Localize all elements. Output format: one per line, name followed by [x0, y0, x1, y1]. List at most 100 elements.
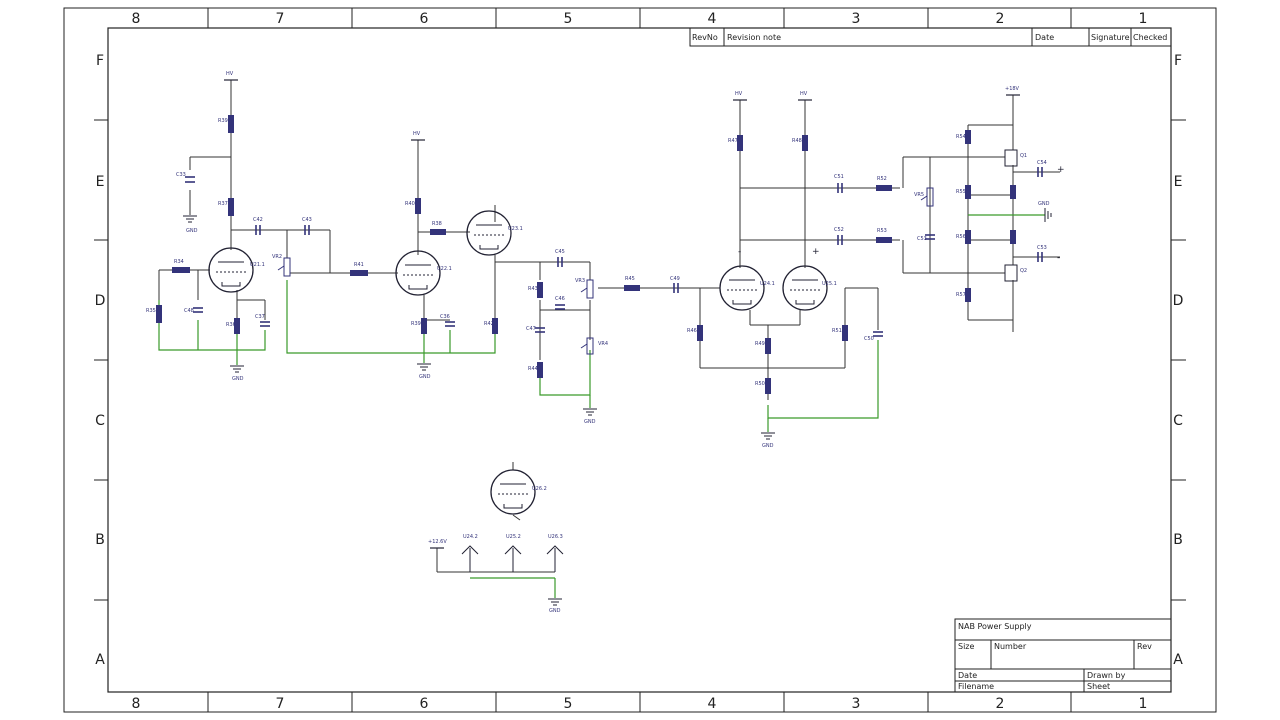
- title-block-date: Date: [958, 671, 977, 680]
- tube-u21: [208, 247, 254, 293]
- tube-internals: [216, 224, 820, 509]
- label-c43: C43: [302, 217, 312, 223]
- col-label-top-4: 4: [708, 11, 717, 27]
- label-u25b: U25.2: [506, 534, 521, 540]
- label-r43: R43: [528, 286, 538, 292]
- label-r37: R37: [218, 201, 228, 207]
- column-ticks: [207, 8, 1072, 712]
- col-label-bottom-4: 4: [708, 696, 717, 712]
- row-label-left-c: C: [95, 413, 105, 429]
- polarity-minus: -: [738, 247, 741, 257]
- net-label-gnd-4: GND: [584, 419, 596, 425]
- tube-u23: [466, 210, 512, 256]
- label-vr4: VR4: [598, 341, 608, 347]
- title-block-rev: Rev: [1137, 642, 1152, 651]
- label-u23: U23.1: [508, 226, 523, 232]
- net-label-gnd-5: GND: [762, 443, 774, 449]
- tube-u24: [719, 265, 765, 311]
- net-label-hv-2: HV: [413, 131, 421, 137]
- net-label-hv-4: HV: [800, 91, 808, 97]
- rev-header-date: Date: [1035, 33, 1054, 42]
- row-label-right-c: C: [1173, 413, 1183, 429]
- row-label-right-d: D: [1173, 293, 1184, 309]
- net-label-hv-1: HV: [226, 71, 234, 77]
- label-r35: R35: [146, 308, 156, 314]
- potentiometers: [277, 187, 934, 355]
- title-block-number: Number: [994, 642, 1027, 651]
- title-block-filename: Filename: [958, 682, 994, 691]
- label-r50: R50: [755, 381, 765, 387]
- net-label-gnd-1: GND: [186, 228, 198, 234]
- col-label-top-2: 2: [996, 11, 1005, 27]
- label-c47: C47: [526, 326, 536, 332]
- tube-u22: [395, 250, 441, 296]
- col-label-bottom-7: 7: [276, 696, 285, 712]
- row-label-right-e: E: [1174, 174, 1183, 190]
- label-c33: C33: [176, 172, 186, 178]
- label-c36: C36: [440, 314, 450, 320]
- wires-signal: [158, 80, 1060, 573]
- row-label-right-a: A: [1173, 652, 1183, 668]
- title-block: [954, 618, 1172, 693]
- label-vr5: VR5: [914, 192, 924, 198]
- label-q1: Q1: [1020, 153, 1027, 159]
- col-label-top-8: 8: [132, 11, 141, 27]
- col-label-bottom-1: 1: [1139, 696, 1148, 712]
- rev-header-signature: Signature: [1091, 33, 1130, 42]
- title-block-title: NAB Power Supply: [958, 622, 1032, 631]
- row-label-left-d: D: [95, 293, 106, 309]
- label-vr2: VR2: [272, 254, 282, 260]
- label-r54: R54: [956, 134, 966, 140]
- label-r52: R52: [877, 176, 887, 182]
- label-r55: R55: [956, 189, 966, 195]
- label-r56: R56: [956, 234, 966, 240]
- transistor-q2: [1004, 264, 1018, 282]
- title-block-drawn-by: Drawn by: [1087, 671, 1126, 680]
- label-r46: R46: [687, 328, 697, 334]
- label-c55: C53: [1037, 245, 1047, 251]
- col-label-top-5: 5: [564, 11, 573, 27]
- label-c51: C51: [834, 174, 844, 180]
- title-block-size: Size: [958, 642, 975, 651]
- label-r47: R47: [728, 138, 738, 144]
- tube-u26: [490, 469, 536, 515]
- net-label-gnd-2: GND: [232, 376, 244, 382]
- col-label-top-6: 6: [420, 11, 429, 27]
- output-minus: -: [1057, 253, 1060, 263]
- label-c45: C45: [555, 249, 565, 255]
- vacuum-tubes: [208, 210, 828, 515]
- resistors: [156, 115, 1016, 394]
- heater-pins: [461, 545, 564, 572]
- power-rails: [224, 79, 1020, 549]
- label-c48: C48: [184, 308, 194, 314]
- label-vr3: VR3: [575, 278, 585, 284]
- rev-header-note: Revision note: [727, 33, 781, 42]
- row-label-left-f: F: [96, 53, 104, 69]
- net-label-hv-3: HV: [735, 91, 743, 97]
- output-plus: +: [1057, 165, 1065, 175]
- label-r39b: R39: [411, 321, 421, 327]
- polarity-plus: +: [812, 247, 820, 257]
- col-label-bottom-5: 5: [564, 696, 573, 712]
- col-label-top-3: 3: [852, 11, 861, 27]
- label-u22: U22.1: [437, 266, 452, 272]
- title-block-sheet: Sheet: [1087, 682, 1110, 691]
- row-label-left-e: E: [96, 174, 105, 190]
- net-label-gnd-3: GND: [419, 374, 431, 380]
- label-r39: R39: [218, 118, 228, 124]
- label-u25: U25.1: [822, 281, 837, 287]
- label-r49: R49: [755, 341, 765, 347]
- transistor-q1: [1004, 149, 1018, 167]
- label-r57: R57: [956, 292, 966, 298]
- net-label-12v: +12.6V: [428, 539, 447, 545]
- revision-block: [689, 27, 1172, 47]
- col-label-bottom-2: 2: [996, 696, 1005, 712]
- label-c54: C54: [1037, 160, 1047, 166]
- rev-header-checked: Checked: [1133, 33, 1167, 42]
- label-c50: C50: [864, 336, 874, 342]
- label-r36: R36: [226, 322, 236, 328]
- label-r34: R34: [174, 259, 184, 265]
- col-label-top-7: 7: [276, 11, 285, 27]
- label-u26b: U26.3: [548, 534, 563, 540]
